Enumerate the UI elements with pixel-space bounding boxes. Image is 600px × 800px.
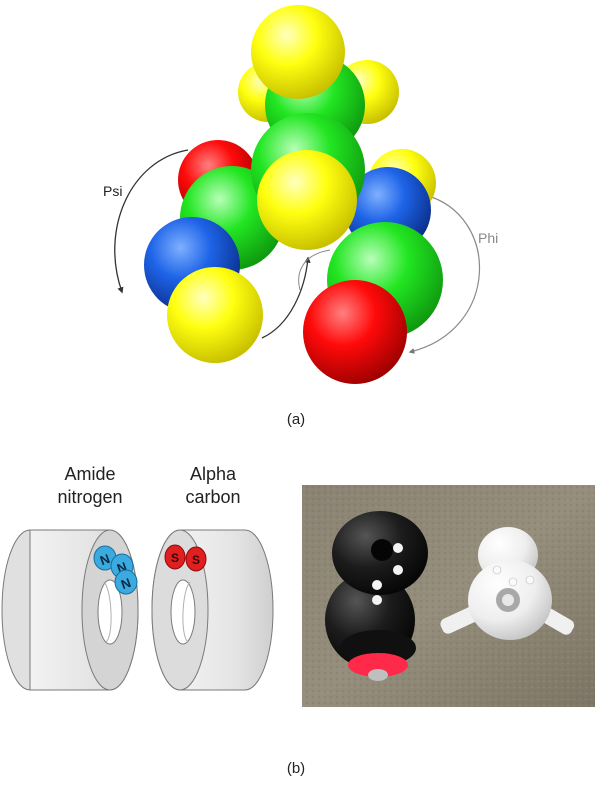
north-magnet: N <box>115 570 137 594</box>
south-magnet: S <box>186 547 206 571</box>
magnet-s-letter: S <box>171 551 179 565</box>
amide-nitrogen-ring: N N N <box>2 530 138 690</box>
magnet-peg <box>372 580 382 590</box>
oxygen-atom <box>303 280 407 384</box>
amide-nitrogen-label-line2: nitrogen <box>57 487 122 507</box>
alpha-carbon-label-line1: Alpha <box>190 464 237 484</box>
magnet-peg <box>393 565 403 575</box>
psi-label: Psi <box>103 183 122 199</box>
south-magnet: S <box>165 545 185 569</box>
phi-label: Phi <box>478 230 498 246</box>
panel-a-caption: (a) <box>287 411 305 428</box>
panel-a-molecule: Psi Phi <box>103 5 498 384</box>
magnet-peg <box>372 595 382 605</box>
amide-nitrogen-label-line1: Amide <box>64 464 115 484</box>
panel-b-caption: (b) <box>287 760 305 777</box>
magnet-peg <box>493 566 501 574</box>
psi-rotation-arrow-lower <box>262 258 308 338</box>
magnet-peg <box>509 578 517 586</box>
magnet-peg <box>526 576 534 584</box>
printed-parts-photo <box>302 485 595 707</box>
magnet-peg <box>393 543 403 553</box>
panel-b-labels: Amide nitrogen Alpha carbon <box>57 464 240 507</box>
hydrogen-atom <box>251 5 345 99</box>
hydrogen-atom <box>167 267 263 363</box>
magnet-s-letter: S <box>192 553 200 567</box>
alpha-carbon-ring: S S <box>152 530 273 690</box>
hydrogen-atom <box>257 150 357 250</box>
alpha-carbon-label-line2: carbon <box>185 487 240 507</box>
